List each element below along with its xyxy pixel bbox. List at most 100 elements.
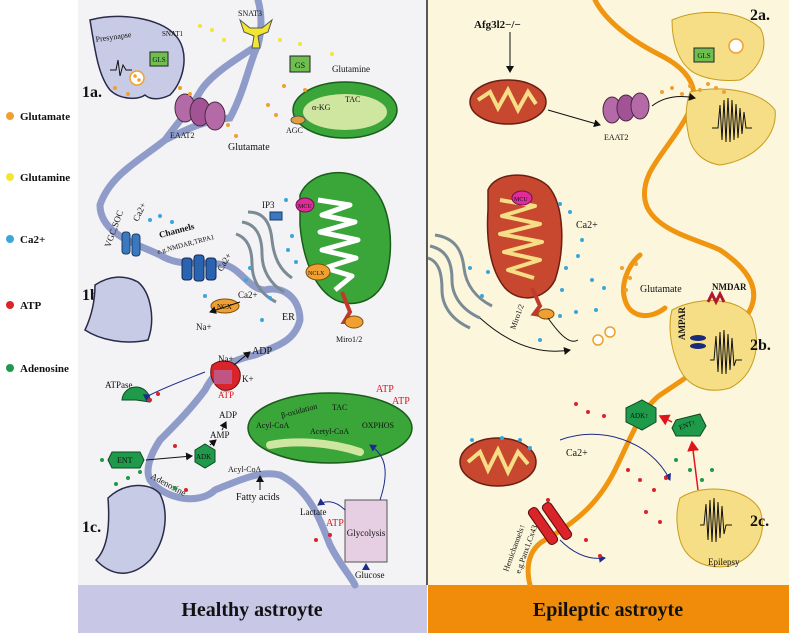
legend-dot-adenosine [6, 364, 14, 372]
glycolysis-to-lactate-arrow [317, 498, 346, 511]
endoplasmic-reticulum [235, 210, 293, 304]
atp-dots-epi [546, 402, 668, 558]
gs-box [289, 55, 311, 73]
akg-label: α-KG [312, 103, 331, 112]
mitochondrion-2a-cristae [476, 85, 538, 115]
section-1c: 1c. [82, 519, 101, 536]
acyl-coa-label-1: Acyl-CoA [256, 421, 290, 430]
hemichannel [527, 502, 573, 545]
nmdar-receptor [706, 290, 726, 306]
legend-label-glutamate: Glutamate [20, 111, 70, 123]
atp-dots-healthy [148, 392, 332, 542]
ca-to-ent-arrow [559, 433, 671, 481]
mcu2-label: MCU [514, 197, 528, 203]
vesicle-dot [137, 78, 141, 82]
acetyl-coa-label: Acetyl-CoA [310, 427, 349, 436]
seizure-trace-2a [712, 97, 752, 143]
adk-up-enzyme [625, 399, 657, 431]
legend: Glutamate Glutamine Ca2+ ATP Adenosine [6, 111, 70, 375]
nmdar-label: NMDAR [712, 282, 747, 292]
epi-astrocyte-membrane-2 [621, 252, 668, 318]
miro-protein-foot [344, 315, 364, 329]
gls-label: GLS [152, 56, 165, 64]
mito-to-vesicle-arrow [547, 317, 579, 342]
seizure-trace-2c [700, 497, 732, 543]
presynapse-trace [110, 59, 132, 77]
cell-shape-1b [84, 276, 153, 343]
atpase-arrow [142, 371, 206, 402]
vgc-soc-channel [121, 231, 141, 257]
atp-pump-label: ATP [218, 390, 234, 400]
nclx-channel [305, 263, 331, 281]
er-to-vesicle-arrow [479, 317, 571, 355]
adp-top-label: ADP [252, 346, 272, 357]
glutamate2-label: Glutamate [640, 284, 682, 295]
adk-enzyme [194, 443, 216, 469]
ent-adk-arrow [145, 452, 193, 461]
neuron-2b [669, 300, 757, 391]
lactate-label: Lactate [300, 507, 326, 517]
legend-dot-glutamine [6, 173, 14, 181]
adk-up-label: ADK↑ [630, 412, 649, 420]
vesicle [129, 70, 145, 86]
seizure-trace-2b [710, 329, 742, 375]
ca-epi-label-1: Ca2+ [576, 220, 598, 231]
nmdar-trpa1-channel [181, 254, 217, 282]
atp-red-label-2: ATP [392, 396, 410, 407]
adp-label: ADP [219, 410, 237, 420]
vesicle-dot [133, 74, 137, 78]
ca-epi-label-2: Ca2+ [566, 448, 588, 459]
mitochondrion-2b [486, 174, 563, 299]
epilepsy-label: Epilepsy [708, 557, 740, 567]
ip3-receptor [269, 211, 283, 221]
ip3-label: IP3 [262, 200, 275, 210]
mitochondrion-1c-inner [266, 438, 364, 456]
legend-label-adenosine: Adenosine [20, 363, 69, 375]
oxphos-label: OXPHOS [362, 421, 394, 430]
healthy-title: Healthy astroyte [181, 599, 322, 621]
section-2a: 2a. [750, 7, 770, 24]
hemi-arrow [559, 539, 606, 563]
glycolysis-label: Glycolysis [347, 528, 386, 538]
ent-to-adk-arrow [658, 414, 673, 426]
gs-label: GS [295, 61, 305, 70]
amp-label: AMP [210, 430, 230, 440]
tac-label-1c: TAC [332, 403, 347, 412]
eaat2-label: EAAT2 [170, 131, 194, 140]
acyl-coa-label-2: Acyl-CoA [228, 465, 262, 474]
cell-shape-1c [94, 484, 166, 574]
nclx-label: NCLX [308, 271, 325, 277]
gls-box [149, 51, 169, 67]
snat3-transporter [238, 18, 274, 49]
fatty-acids-label: Fatty acids [236, 492, 280, 503]
gls2-label: GLS [697, 52, 710, 60]
astrocyte-process-top [161, 41, 262, 144]
mitochondrion-2c-cristae [466, 445, 530, 477]
agc-transporter [290, 115, 306, 125]
glutamine-label: Glutamine [332, 64, 370, 74]
glutamine-dots-healthy [198, 24, 334, 56]
ampar-label: AMPAR [677, 307, 687, 340]
eaat2-epi-label: EAAT2 [604, 133, 628, 142]
legend-dot-glutamate [6, 112, 14, 120]
glutamate-dots-epi [620, 82, 726, 292]
eaat2-transporter [174, 93, 226, 131]
ent-label: ENT [117, 456, 133, 465]
adk-amp-arrow [208, 439, 217, 447]
section-2b: 2b. [750, 337, 771, 354]
er-epileptic [427, 233, 493, 330]
vesicle-epi-2 [604, 326, 616, 338]
tac-label-1a: TAC [345, 95, 360, 104]
epileptic-title: Epileptic astroyte [533, 599, 683, 621]
glucose-label: Glucose [355, 570, 385, 580]
mcu-channel [295, 197, 315, 213]
ent-transporter [107, 451, 145, 469]
epilepsy-to-ent-arrow [687, 440, 700, 491]
na-k-atpase-pump-body [214, 370, 232, 384]
legend-dot-atp [6, 301, 14, 309]
atpase-label: ATPase [105, 380, 133, 390]
legend-label-glutamine: Glutamine [20, 172, 70, 184]
legend-label-ca: Ca2+ [20, 234, 45, 246]
ncx-arrow [209, 301, 241, 314]
